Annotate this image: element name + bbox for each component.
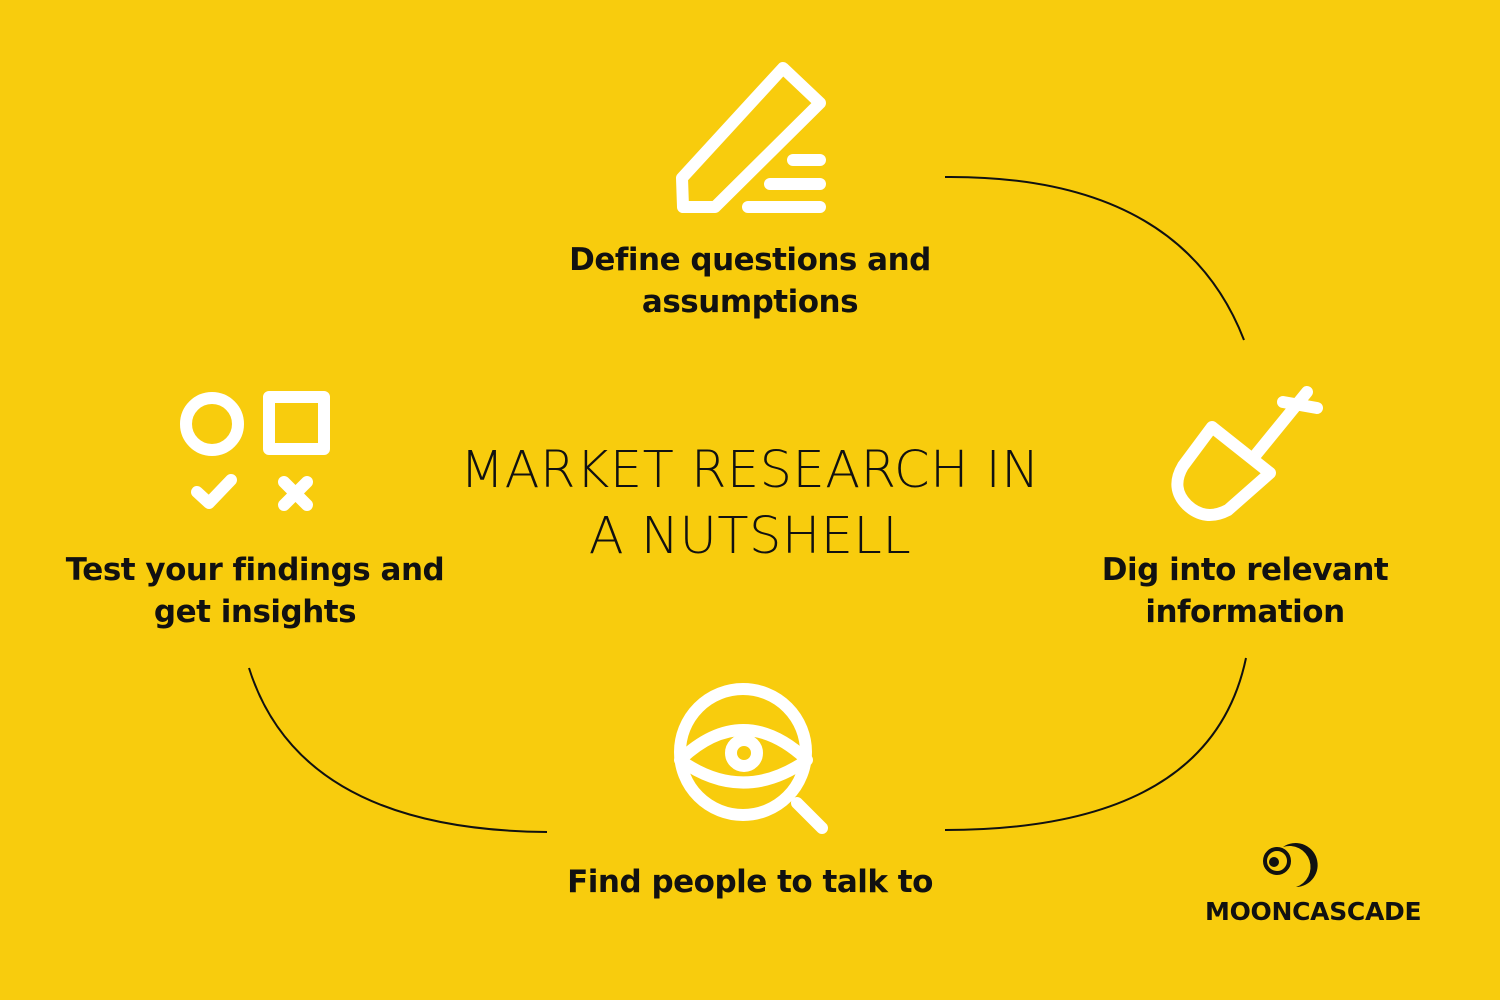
moon-logo-icon (1263, 843, 1318, 887)
step-define-line-1: Define questions and (569, 242, 931, 278)
connector-arc-bottom-right (944, 657, 1247, 831)
step-find-label: Find people to talk to (520, 861, 980, 903)
shapes-check-cross-icon (180, 391, 330, 511)
step-define-label: Define questions and assumptions (520, 239, 980, 323)
step-dig-label: Dig into relevant information (1070, 549, 1420, 633)
step-find-line-1: Find people to talk to (567, 864, 933, 900)
brand-name: MOONCASCADE (1205, 897, 1422, 926)
connector-arc-bottom-left (248, 667, 548, 833)
shovel-icon (1171, 386, 1323, 521)
step-dig-line-1: Dig into relevant (1101, 552, 1389, 588)
eye-magnifier-icon (674, 683, 828, 834)
step-test-line-1: Test your findings and (65, 552, 445, 588)
step-test-label: Test your findings and get insights (40, 549, 470, 633)
step-dig-line-2: information (1145, 594, 1345, 630)
step-define-line-2: assumptions (641, 284, 859, 320)
connector-arc-top-right (944, 175, 1245, 341)
diagram-title: MARKET RESEARCH IN A NUTSHELL (400, 438, 1100, 570)
step-test-line-2: get insights (153, 594, 357, 630)
pencil-icon (676, 62, 826, 213)
title-line-1: MARKET RESEARCH IN (460, 441, 1040, 500)
title-line-2: A NUTSHELL (588, 507, 912, 566)
